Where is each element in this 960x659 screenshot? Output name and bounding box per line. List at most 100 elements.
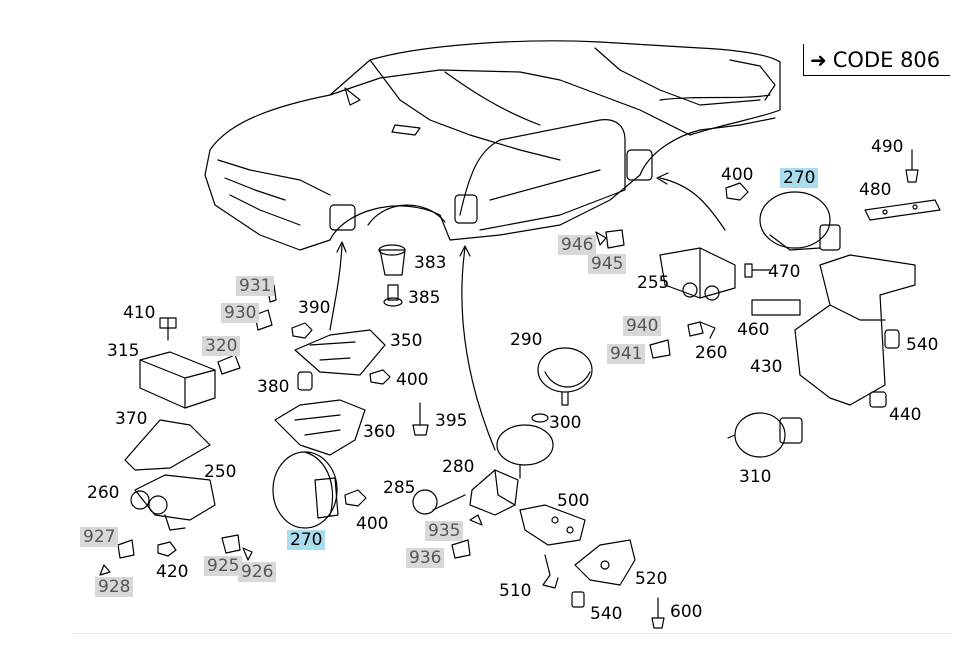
part-label-410: 410 — [123, 303, 156, 323]
part-label-383: 383 — [414, 253, 447, 273]
mount-440 — [869, 391, 887, 408]
valve-280 — [469, 469, 519, 516]
part-label-250: 250 — [204, 462, 237, 482]
part-label-490: 490 — [871, 137, 904, 157]
bolt-470 — [744, 263, 771, 278]
clip-946 — [595, 231, 607, 246]
nut-390 — [291, 322, 313, 339]
part-label-480: 480 — [859, 180, 892, 200]
accumulator-270b — [759, 191, 841, 251]
part-label-270-a: 270 — [287, 530, 326, 550]
bracket-370 — [124, 419, 211, 471]
clip-941 — [649, 339, 671, 359]
part-label-930: 930 — [221, 303, 260, 323]
bracket-520 — [574, 539, 636, 586]
accumulator-310 — [727, 412, 803, 458]
bolt-490 — [905, 149, 919, 183]
accumulator-290 — [537, 347, 593, 406]
part-label-928: 928 — [95, 577, 134, 597]
clip-927 — [117, 539, 135, 559]
part-label-926: 926 — [238, 562, 277, 582]
part-label-385: 385 — [408, 288, 441, 308]
part-label-946: 946 — [558, 235, 597, 255]
bolt-395 — [412, 402, 429, 436]
sleeve-385 — [383, 284, 403, 307]
clip-940 — [687, 321, 704, 337]
bracket-360 — [274, 399, 366, 456]
clip-930 — [254, 309, 273, 331]
part-label-500: 500 — [557, 491, 590, 511]
bolt-410 — [159, 317, 177, 341]
part-label-300: 300 — [549, 413, 582, 433]
ecu-315 — [139, 351, 216, 409]
mount-383 — [378, 244, 406, 276]
part-label-270-b: 270 — [780, 168, 819, 188]
part-label-440: 440 — [889, 405, 922, 425]
accumulator-280 — [496, 424, 554, 479]
part-label-925: 925 — [204, 556, 243, 576]
bottom-divider — [72, 633, 952, 634]
part-label-395: 395 — [435, 411, 468, 431]
bracket-500 — [519, 504, 586, 546]
washer-300 — [531, 413, 549, 423]
part-label-370: 370 — [115, 409, 148, 429]
part-label-285: 285 — [383, 478, 416, 498]
sensor-260 — [699, 321, 716, 339]
pump-255 — [659, 247, 736, 301]
rail-480 — [864, 199, 941, 221]
part-label-260-a: 260 — [87, 483, 120, 503]
part-label-260-b: 260 — [695, 343, 728, 363]
part-label-420: 420 — [156, 562, 189, 582]
mount-540b — [884, 329, 900, 349]
bracket-350 — [294, 329, 386, 376]
bracket-430 — [794, 254, 916, 406]
code-label: CODE 806 — [832, 47, 941, 72]
code-806-box: ➜ CODE 806 — [803, 44, 950, 76]
part-label-350: 350 — [390, 331, 423, 351]
arrow-right-icon: ➜ — [810, 47, 827, 72]
valve-block-250 — [130, 474, 216, 531]
clip-926 — [242, 547, 253, 561]
bolt-600 — [651, 597, 665, 629]
part-label-315: 315 — [107, 341, 140, 361]
nut-400b — [344, 489, 367, 507]
mount-380 — [297, 371, 313, 391]
sensor-320 — [217, 354, 241, 375]
car-body-illustration — [204, 40, 781, 251]
part-label-380: 380 — [257, 377, 290, 397]
clip-936 — [451, 539, 471, 559]
part-label-255: 255 — [637, 273, 670, 293]
part-label-430: 430 — [750, 357, 783, 377]
nut-400a — [369, 369, 391, 385]
part-label-540-a: 540 — [590, 604, 623, 624]
part-label-470: 470 — [768, 262, 801, 282]
clip-935 — [469, 514, 483, 526]
part-label-400-b: 400 — [356, 514, 389, 534]
part-label-520: 520 — [635, 569, 668, 589]
part-label-927: 927 — [80, 527, 119, 547]
clip-928 — [99, 564, 111, 576]
mount-540a — [571, 591, 585, 608]
part-label-940: 940 — [623, 316, 662, 336]
assembly-arrows — [329, 172, 726, 451]
part-label-290: 290 — [510, 330, 543, 350]
wrench-285 — [412, 489, 466, 515]
part-label-390: 390 — [298, 298, 331, 318]
part-label-320: 320 — [202, 336, 241, 356]
part-label-310: 310 — [739, 467, 772, 487]
part-label-931: 931 — [236, 276, 275, 296]
nut-400c — [725, 182, 749, 201]
nut-420 — [157, 541, 177, 557]
part-label-936: 936 — [406, 548, 445, 568]
part-label-945: 945 — [588, 254, 627, 274]
part-label-460: 460 — [737, 320, 770, 340]
bolt-510 — [542, 554, 559, 589]
clip-925 — [221, 534, 241, 554]
accumulator-270a — [272, 451, 339, 529]
part-label-400-c: 400 — [721, 165, 754, 185]
part-label-941: 941 — [607, 344, 646, 364]
part-label-400-a: 400 — [396, 370, 429, 390]
part-label-600: 600 — [670, 602, 703, 622]
clip-945 — [605, 229, 625, 249]
part-label-935: 935 — [425, 521, 464, 541]
